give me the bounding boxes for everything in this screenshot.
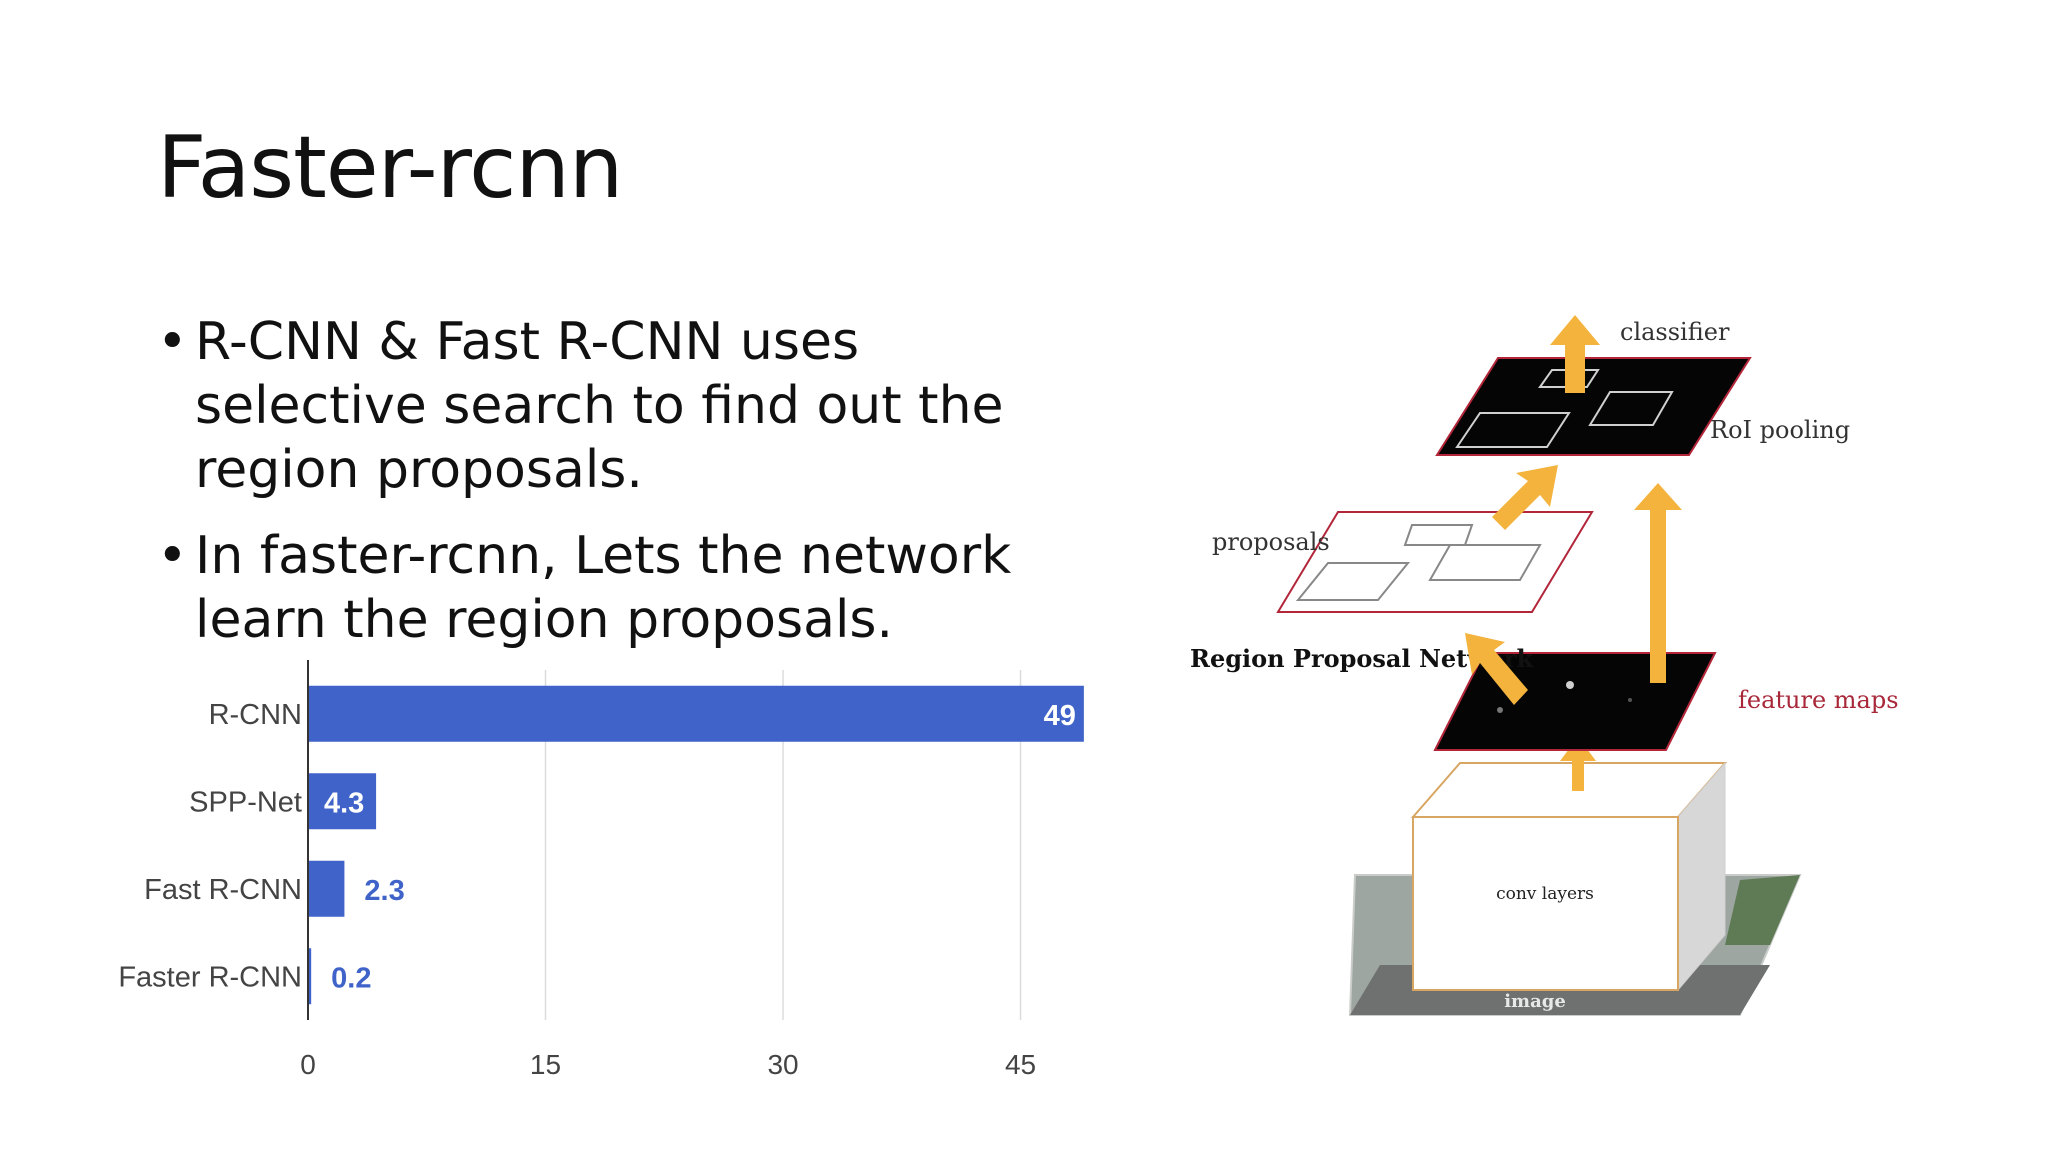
slide-title: Faster-rcnn bbox=[157, 118, 623, 218]
proposal-box bbox=[1428, 544, 1542, 581]
roi-pooling-plane bbox=[1435, 357, 1752, 456]
proposals-label: proposals bbox=[1212, 528, 1330, 556]
roi-pooling-label: RoI pooling bbox=[1710, 416, 1850, 444]
faster-rcnn-architecture-diagram: image conv layers feature maps Region Pr… bbox=[1190, 315, 1899, 1016]
bullet-list: • R-CNN & Fast R-CNN uses selective sear… bbox=[157, 310, 1017, 674]
bullet-item: • In faster-rcnn, Lets the network learn… bbox=[157, 524, 1017, 652]
category-label: Fast R-CNN bbox=[144, 874, 302, 906]
proposal-box bbox=[1403, 524, 1474, 546]
bullet-text: R-CNN & Fast R-CNN uses selective search… bbox=[195, 312, 1004, 500]
category-label: SPP-Net bbox=[189, 786, 302, 818]
feature-maps-label: feature maps bbox=[1738, 686, 1899, 714]
bullet-dot: • bbox=[157, 312, 188, 372]
arrow-up-icon bbox=[1634, 483, 1682, 683]
bar bbox=[308, 860, 345, 917]
x-tick-label: 45 bbox=[1005, 1049, 1036, 1080]
image-trees bbox=[1725, 875, 1800, 945]
data-label: 0.2 bbox=[331, 962, 371, 994]
bullet-item: • R-CNN & Fast R-CNN uses selective sear… bbox=[157, 310, 1017, 502]
roi-box bbox=[1588, 391, 1674, 426]
bullet-dot: • bbox=[157, 526, 188, 586]
bar bbox=[308, 685, 1084, 742]
feature-dot bbox=[1628, 698, 1632, 702]
proposal-box bbox=[1295, 562, 1411, 601]
data-label: 49 bbox=[1044, 700, 1076, 732]
feature-dot bbox=[1497, 707, 1503, 713]
x-tick-label: 30 bbox=[767, 1049, 798, 1080]
arrow-diagonal-icon bbox=[1492, 465, 1558, 530]
arrow-up-icon bbox=[1550, 315, 1600, 393]
bar bbox=[308, 948, 312, 1005]
feature-dot bbox=[1566, 681, 1574, 689]
category-label: Faster R-CNN bbox=[118, 961, 302, 993]
data-label: 4.3 bbox=[324, 787, 364, 819]
bullet-text: In faster-rcnn, Lets the network learn t… bbox=[195, 526, 1012, 650]
category-label: R-CNN bbox=[209, 699, 302, 731]
conv-layers-label: conv layers bbox=[1496, 884, 1594, 904]
x-tick-label: 0 bbox=[300, 1049, 316, 1080]
data-label: 2.3 bbox=[364, 875, 404, 907]
conv-box-top-face bbox=[1410, 762, 1728, 818]
roi-box bbox=[1455, 412, 1571, 448]
proposals-plane bbox=[1276, 511, 1594, 613]
bar bbox=[308, 773, 377, 830]
image-label: image bbox=[1504, 991, 1566, 1012]
x-tick-label: 15 bbox=[530, 1049, 561, 1080]
classifier-label: classifier bbox=[1620, 318, 1730, 346]
arrow-diagonal-icon bbox=[1465, 633, 1528, 705]
conv-box-front bbox=[1412, 816, 1679, 991]
